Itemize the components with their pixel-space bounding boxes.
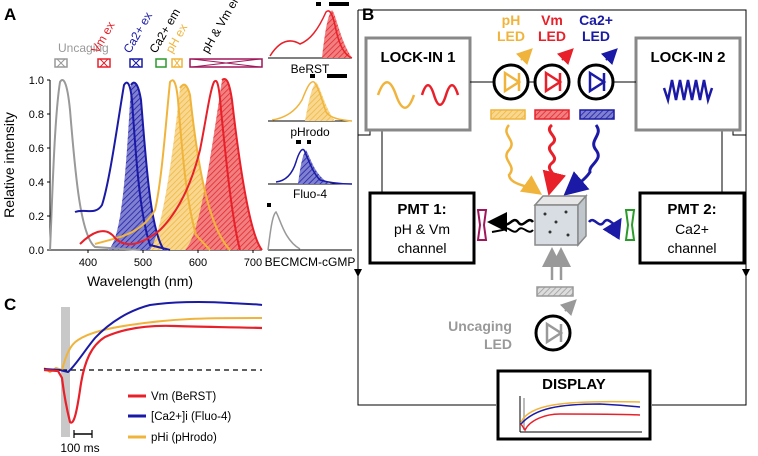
- display-title: DISPLAY: [542, 376, 606, 393]
- ph-led-label-1: pH: [502, 12, 521, 28]
- scale-bar-label: 100 ms: [60, 441, 99, 455]
- legend-vm: Vm (BeRST): [151, 391, 216, 403]
- y-tick-label: 0.4: [29, 177, 44, 189]
- vm-led: [533, 48, 574, 101]
- x-axis-label: Wavelength (nm): [87, 273, 193, 289]
- panel-letter-b: B: [362, 5, 374, 24]
- lockin-1-title: LOCK-IN 1: [381, 49, 456, 66]
- uncaging-spectrum: [49, 79, 141, 251]
- vm-led-label-2: LED: [538, 28, 566, 44]
- spectra-insets: BeRST pHrodo Fluo-4 BECMCM-cGMP: [265, 2, 356, 269]
- pmt-1-box: [368, 191, 476, 265]
- pmt-1-line2: channel: [397, 240, 446, 256]
- legend-ca: [Ca2+]i (Fluo-4): [151, 411, 231, 423]
- x-tick-label: 600: [189, 257, 207, 269]
- pmt-1-title: PMT 1:: [397, 201, 446, 218]
- legend: Vm (BeRST) [Ca2+]i (Fluo-4) pHi (pHrodo): [128, 391, 231, 444]
- panel-letter-a: A: [4, 5, 16, 24]
- inset-label-berst: BeRST: [291, 62, 330, 76]
- label-vm-ex: Vm ex: [88, 19, 117, 55]
- ca-emission-fill: [108, 82, 164, 250]
- time-course-plot: 100 ms Vm (BeRST) [Ca2+]i (Fluo-4) pHi (…: [43, 300, 263, 455]
- ph-emission-fill: [150, 84, 230, 250]
- pmt-2-line2: channel: [667, 240, 716, 256]
- uncaging-led-label-2: LED: [484, 336, 512, 352]
- ph-led: [492, 48, 533, 101]
- x-tick-label: 500: [134, 257, 152, 269]
- vm-excitation-spectrum: [79, 79, 241, 251]
- vm-led-label-1: Vm: [541, 12, 563, 28]
- ph-emission-spectrum: [179, 83, 231, 251]
- y-ticks: 0.0 0.2 0.4 0.6 0.8 1.0: [29, 75, 50, 257]
- y-tick-label: 0.6: [29, 143, 44, 155]
- y-tick-label: 0.8: [29, 109, 44, 121]
- ca-trace: [43, 300, 263, 374]
- uncaging-led-label-1: Uncaging: [448, 318, 512, 334]
- y-tick-label: 1.0: [29, 75, 44, 87]
- ph-excitation-spectrum: [94, 79, 211, 251]
- spectra-plot: 0.0 0.2 0.4 0.6 0.8 1.0 400 500 600 700 …: [1, 0, 263, 289]
- vm-trace: [43, 324, 263, 424]
- uncaging-led: [534, 299, 577, 352]
- sample-cube: [533, 194, 588, 247]
- x-tick-label: 700: [244, 257, 262, 269]
- ca-led: [577, 48, 618, 101]
- label-uncaging: Uncaging: [58, 41, 109, 55]
- pmt-2-title: PMT 2:: [667, 201, 716, 218]
- inset-label-becmcm: BECMCM-cGMP: [265, 255, 356, 269]
- inset-label-phrodo: pHrodo: [290, 125, 330, 139]
- lockin-2-box: [634, 36, 742, 132]
- filter-markers: [54, 58, 263, 68]
- x-ticks: 400 500 600 700: [79, 250, 262, 269]
- y-axis-label: Relative intensity: [1, 112, 17, 218]
- ca-led-label-2: LED: [582, 28, 610, 44]
- vm-emission-fill: [185, 79, 262, 250]
- inset-label-fluo4: Fluo-4: [293, 187, 327, 201]
- setup-schematic: LOCK-IN 1 LOCK-IN 2 pH LED Vm LED Ca2+ L…: [354, 9, 750, 441]
- pmt-2-box: [638, 191, 746, 265]
- ca-led-label-1: Ca2+: [579, 12, 613, 28]
- pmt-1-line1: pH & Vm: [394, 221, 450, 237]
- wire-outer: [358, 9, 747, 406]
- ph-trace: [43, 317, 263, 374]
- legend-ph: pHi (pHrodo): [151, 432, 217, 444]
- y-tick-label: 0.0: [29, 245, 44, 257]
- ca-emission-spectrum: [130, 81, 165, 251]
- lockin-2-title: LOCK-IN 2: [651, 49, 726, 66]
- x-tick-label: 400: [79, 257, 97, 269]
- panel-letter-c: C: [4, 295, 16, 314]
- pmt-2-line1: Ca2+: [675, 221, 709, 237]
- ph-led-label-2: LED: [497, 28, 525, 44]
- y-tick-label: 0.2: [29, 211, 44, 223]
- label-ph-vm-em: pH & Vm em: [198, 0, 244, 55]
- ca-excitation-spectrum: [74, 81, 171, 251]
- vm-emission-spectrum: [221, 78, 263, 251]
- display-thumbnail: [519, 396, 642, 433]
